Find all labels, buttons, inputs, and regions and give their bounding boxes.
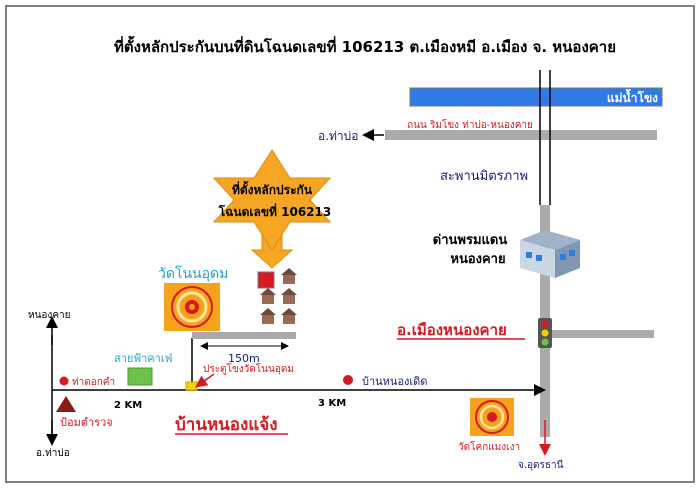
customs-building-icon (520, 230, 580, 278)
tha-dok-kham-label: ท่าดอกคำ (72, 377, 115, 388)
distance-3km-label: 3 KM (318, 398, 346, 409)
tha-dok-kham-dot (59, 376, 69, 386)
ban-nong-chaeng-label: บ้านหนองแจ้ง (175, 415, 278, 435)
district-label: อ.เมืองหนองคาย (397, 321, 507, 339)
map-title: ที่ตั้งหลักประกันบนที่ดินโฉนดเลขที่ 1062… (114, 35, 616, 56)
distance-2km-label: 2 KM (114, 400, 142, 411)
river-mekong (409, 87, 663, 107)
map-frame (5, 5, 695, 483)
temple-gate-icon (185, 381, 198, 391)
collateral-plot (257, 271, 275, 289)
temple-khok-icon (470, 398, 514, 436)
power-line-shop (127, 367, 153, 386)
customs-label-line2: หนองคาย (450, 252, 505, 267)
riverside-road (385, 130, 657, 140)
riverside-road-label: ถนน ริมโขง ท่าบ่อ-หนองคาย (407, 118, 533, 131)
road-east (550, 330, 654, 338)
road-150m (192, 332, 296, 339)
udon-label: จ.อุดรธานี (518, 459, 564, 471)
nong-khai-left-label: หนองคาย (28, 310, 70, 321)
tha-bo-bottom-label: อ.ท่าบ่อ (36, 448, 70, 459)
police-box-label: ป้อมตำรวจ (60, 416, 113, 429)
star-label-line1: ที่ตั้งหลักประกัน (232, 180, 313, 197)
temple-gate-arrow (195, 373, 215, 388)
traffic-light-icon (538, 318, 552, 348)
tha-bo-top-label: อ.ท่าบ่อ (318, 129, 359, 143)
collateral-star-icon (212, 149, 332, 251)
ban-nong-doet-dot (343, 375, 353, 385)
temple-non-udom-label: วัดโนนอุดม (158, 265, 228, 282)
temple-gate-label: ประตูโขงวัดโนนอุดม (203, 362, 294, 375)
temple-khok-label: วัดโคกแมงเงา (458, 440, 520, 453)
distance-150-label: 150m (228, 352, 260, 365)
bridge-label: สะพานมิตรภาพ (440, 169, 528, 184)
customs-label-line1: ด่านพรมแดน (433, 233, 508, 248)
ban-nong-doet-label: บ้านหนองเดิด (362, 375, 427, 388)
houses-icon (260, 268, 297, 324)
river-label: แม่น้ำโขง (607, 88, 658, 105)
star-label-line2: โฉนดเลขที่ 106213 (218, 203, 331, 219)
temple-non-udom-icon (164, 283, 220, 331)
power-line-label: สายฟ้าคาเฟ่ (114, 352, 172, 365)
police-box-icon (56, 396, 76, 412)
